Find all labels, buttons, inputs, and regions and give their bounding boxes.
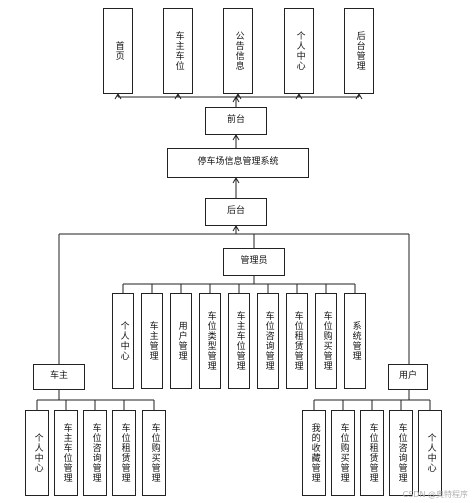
front-module-backend: 后台管理 xyxy=(344,8,374,94)
system-node: 停车场信息管理系统 xyxy=(167,148,309,178)
admin-module-purchase-mgmt: 车位购买管理 xyxy=(315,293,337,389)
front-module-personal-center: 个人中心 xyxy=(284,8,314,94)
owner-node-label: 车主 xyxy=(49,371,68,382)
arrow-up-icon xyxy=(114,93,122,100)
admin-module-consult-mgmt: 车位咨询管理 xyxy=(257,293,279,389)
admin-module-user-mgmt: 用户管理 xyxy=(170,293,192,389)
user-module-purchase-mgmt: 车位购买管理 xyxy=(331,410,355,496)
owner-module-personal-center: 个人中心 xyxy=(25,410,49,496)
owner-module-owner-space-mgmt: 车主车位管理 xyxy=(54,410,78,496)
owner-module-consult-mgmt: 车位咨询管理 xyxy=(83,410,107,496)
admin-module-owner-mgmt: 车主管理 xyxy=(141,293,163,389)
back-node: 后台 xyxy=(205,198,267,226)
admin-module-system-mgmt: 系统管理 xyxy=(344,293,366,389)
front-node: 前台 xyxy=(205,107,267,135)
admin-node-label: 管理员 xyxy=(240,256,268,267)
back-node-label: 后台 xyxy=(226,206,245,217)
admin-module-personal-center: 个人中心 xyxy=(112,293,134,389)
arrow-up-icon xyxy=(232,96,240,103)
user-module-rental-mgmt: 车位租赁管理 xyxy=(360,410,384,496)
admin-module-owner-space-mgmt: 车主车位管理 xyxy=(228,293,250,389)
owner-node: 车主 xyxy=(33,364,85,390)
admin-module-space-type-mgmt: 车位类型管理 xyxy=(199,293,221,389)
arrow-up-icon xyxy=(232,225,240,232)
system-node-label: 停车场信息管理系统 xyxy=(197,157,279,168)
user-module-favorites-mgmt: 我的收藏管理 xyxy=(302,410,326,496)
arrow-up-icon xyxy=(232,134,240,141)
front-module-owner-space: 车主车位 xyxy=(163,8,193,94)
arrow-up-icon xyxy=(232,177,240,184)
front-module-home: 首页 xyxy=(103,8,133,94)
user-node: 用户 xyxy=(388,364,428,390)
arrow-up-icon xyxy=(355,93,363,100)
user-module-personal-center: 个人中心 xyxy=(418,410,442,496)
arrow-up-icon xyxy=(174,93,182,100)
watermark: CSDN @奥特程序 xyxy=(402,490,468,499)
owner-module-purchase-mgmt: 车位购买管理 xyxy=(142,410,166,496)
user-module-consult-mgmt: 车位咨询管理 xyxy=(389,410,413,496)
front-module-notice: 公告信息 xyxy=(223,8,253,94)
arrow-up-icon xyxy=(295,93,303,100)
admin-node: 管理员 xyxy=(223,248,285,276)
user-node-label: 用户 xyxy=(398,371,417,382)
admin-module-rental-mgmt: 车位租赁管理 xyxy=(286,293,308,389)
front-node-label: 前台 xyxy=(226,115,245,126)
owner-module-rental-mgmt: 车位租赁管理 xyxy=(112,410,136,496)
